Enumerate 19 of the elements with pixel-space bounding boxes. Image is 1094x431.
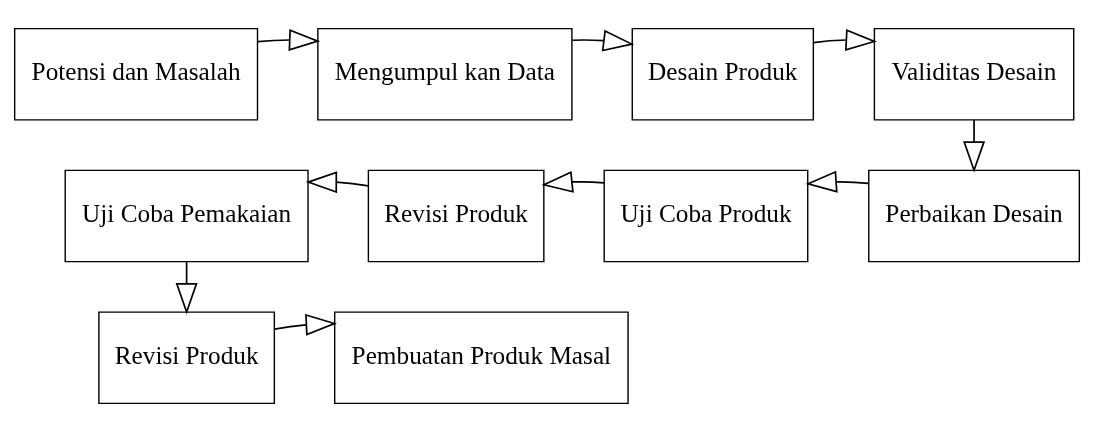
arrow: [257, 28, 321, 51]
node-box: Uji Coba Pemakaian: [64, 169, 309, 262]
arrow: [963, 118, 986, 173]
node-box: Revisi Produk: [367, 169, 545, 262]
node-box: Potensi dan Masalah: [13, 27, 259, 121]
node-box: Uji Coba Produk: [603, 169, 809, 262]
arrow: [805, 170, 870, 193]
arrow: [273, 313, 337, 336]
node-box: Validitas Desain: [873, 27, 1075, 121]
arrow: [812, 28, 877, 51]
node-box: Pembuatan Produk Masal: [334, 310, 629, 404]
node-box: Mengumpul kan Data: [317, 27, 573, 121]
node-box: Desain Produk: [631, 27, 815, 121]
arrow: [571, 29, 635, 52]
arrow: [175, 260, 198, 314]
arrow: [541, 170, 605, 193]
node-box: Perbaikan Desain: [868, 169, 1081, 262]
node-box: Revisi Produk: [98, 310, 276, 404]
arrow: [305, 170, 370, 193]
